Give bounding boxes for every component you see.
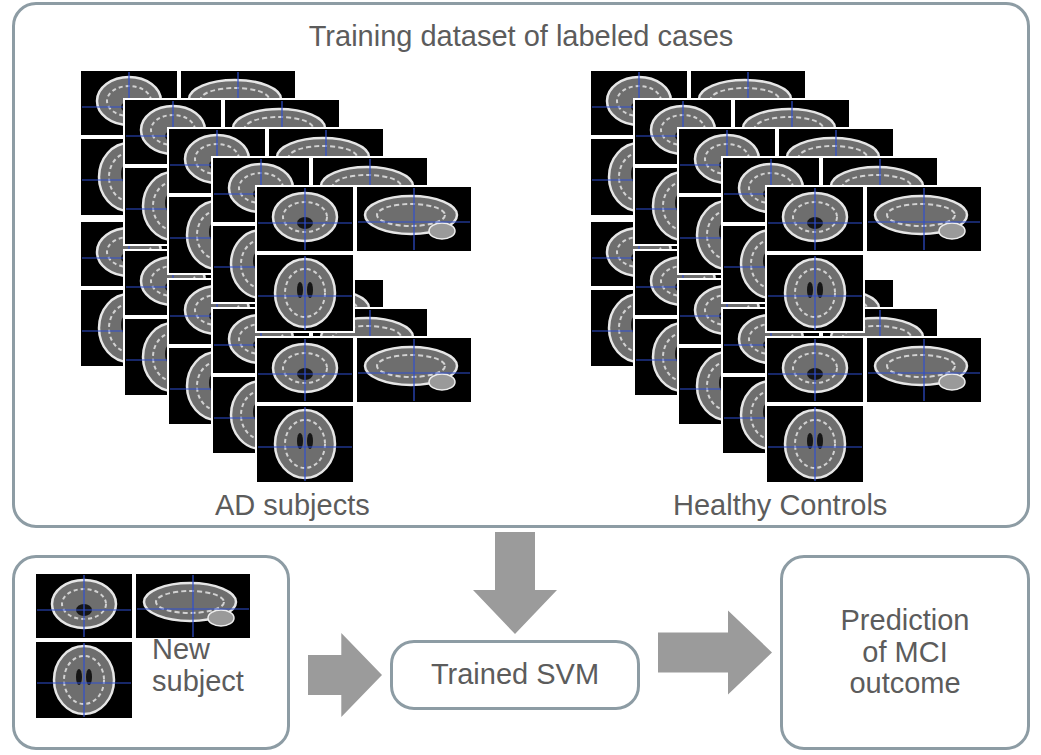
process-box: Trained SVM xyxy=(390,640,640,710)
ad-image-stack xyxy=(80,70,472,483)
input-label: New subject xyxy=(152,634,277,698)
flow-arrow xyxy=(473,532,557,634)
dataset-panel: Training dataset of labeled cases AD subj… xyxy=(12,2,1030,528)
box-label: Trained SVM xyxy=(431,659,599,691)
flow-arrow xyxy=(308,633,382,717)
control-image-stack xyxy=(590,70,982,483)
group-label: AD subjects xyxy=(215,490,370,522)
panel-title: Training dataset of labeled cases xyxy=(15,21,1027,53)
new-subject-image xyxy=(35,573,251,719)
box-label: Prediction of MCI outcome xyxy=(830,605,980,701)
output-box: Prediction of MCI outcome xyxy=(780,555,1030,750)
flow-arrow xyxy=(658,611,772,695)
group-label: Healthy Controls xyxy=(673,490,887,522)
input-box: New subject xyxy=(12,555,290,750)
